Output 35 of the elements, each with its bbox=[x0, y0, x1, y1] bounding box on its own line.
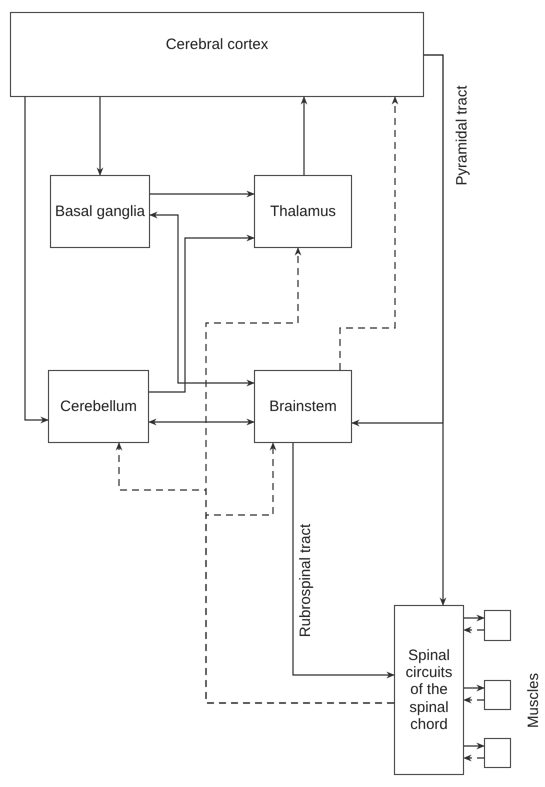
arrow bbox=[464, 684, 485, 692]
arrow bbox=[300, 96, 308, 175]
edge-label: Rubrospinal tract bbox=[296, 522, 314, 638]
node-label: Thalamus bbox=[270, 202, 336, 220]
arrow bbox=[464, 742, 485, 750]
node-label: Cerebral cortex bbox=[166, 36, 268, 54]
brain-region-box bbox=[50, 175, 150, 248]
dashed-arrow bbox=[463, 696, 484, 704]
arrow bbox=[292, 443, 395, 678]
brain-region-box bbox=[254, 370, 352, 443]
arrow bbox=[96, 97, 104, 176]
node-label: Spinal circuits of the spinal chord bbox=[404, 646, 454, 734]
arrow bbox=[351, 54, 444, 426]
dashed-arrow bbox=[205, 442, 394, 704]
arrow bbox=[150, 190, 255, 198]
arrow bbox=[149, 212, 255, 386]
muscle-box bbox=[484, 680, 511, 710]
node-label: Basal ganglia bbox=[54, 202, 146, 220]
node-label: Cerebellum bbox=[60, 398, 137, 416]
brain-region-box bbox=[48, 370, 149, 443]
arrow bbox=[149, 234, 255, 393]
muscle-box bbox=[484, 610, 511, 641]
edge-label: Pyramidal tract bbox=[454, 84, 471, 186]
group-label: Muscles bbox=[524, 672, 542, 728]
brain-region-box bbox=[254, 175, 352, 248]
brain-region-box bbox=[10, 12, 424, 97]
arrow bbox=[148, 418, 255, 426]
node-label: Brainstem bbox=[269, 398, 337, 416]
dashed-arrow bbox=[339, 96, 398, 370]
arrow bbox=[464, 614, 485, 622]
dashed-arrow bbox=[463, 754, 484, 762]
arrow bbox=[24, 97, 49, 424]
spinal-circuit-box bbox=[394, 605, 464, 775]
muscle-box bbox=[484, 738, 511, 768]
dashed-arrow bbox=[463, 626, 484, 634]
